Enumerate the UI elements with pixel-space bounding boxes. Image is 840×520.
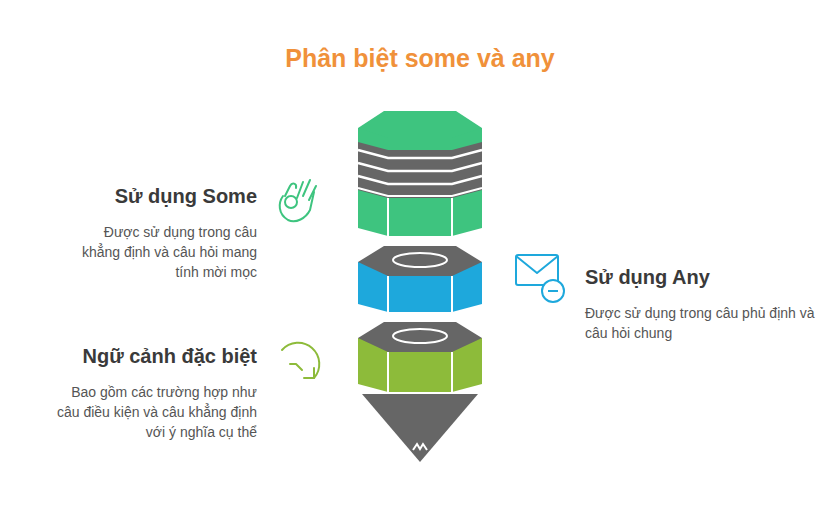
section-heading: Ngữ cảnh đặc biệt [52,344,257,368]
section-heading: Sử dụng Some [67,184,257,208]
segment-hole [393,253,447,267]
envelope-icon [516,255,564,302]
section-description: Bao gồm các trường hợp như câu điều kiện… [52,382,257,442]
redo-icon [282,343,319,378]
facet-line [451,192,453,236]
label-group: Sử dụng SomeĐược sử dụng trong câu khẳng… [67,184,257,282]
band-stripe [358,176,482,184]
icon-stroke [290,364,302,370]
icon-stroke [285,196,297,208]
eraser-top [358,111,482,138]
pencil-top [358,111,482,236]
pencil-blue-segment [358,246,482,312]
icon-stroke [304,368,314,378]
section-description: Được sử dụng trong câu khẳng định và câu… [67,222,257,282]
facet-line [451,276,453,312]
band-stripe [358,188,482,196]
section-description: Được sử dụng trong câu phủ định và câu h… [585,303,815,343]
tip-mark [413,444,427,450]
band-stripe [358,163,482,171]
ok-hand-icon [280,180,316,221]
icon-stroke [548,290,558,292]
label-group: Ngữ cảnh đặc biệtBao gồm các trường hợp … [52,344,257,442]
icon-stroke [285,184,296,196]
label-group: Sử dụng AnyĐược sử dụng trong câu phủ đị… [585,265,815,343]
band-stripe [358,150,482,158]
icon-stroke [516,256,558,273]
green-body [358,188,482,236]
icon-stroke [297,180,316,200]
section-heading: Sử dụng Any [585,265,815,289]
icon-stroke [542,280,564,302]
facet-line [387,192,389,236]
facet-line [387,276,389,312]
pencil-olive-segment [358,322,482,392]
facet-line [451,352,453,392]
icon-stroke [282,343,319,378]
cone [362,394,478,462]
facet-line [387,352,389,392]
segment-top [358,322,482,352]
segment-top [358,246,482,276]
diagram-title: Phân biệt some và any [0,44,840,73]
pencil-tip [362,394,478,462]
segment-hole [393,329,447,343]
